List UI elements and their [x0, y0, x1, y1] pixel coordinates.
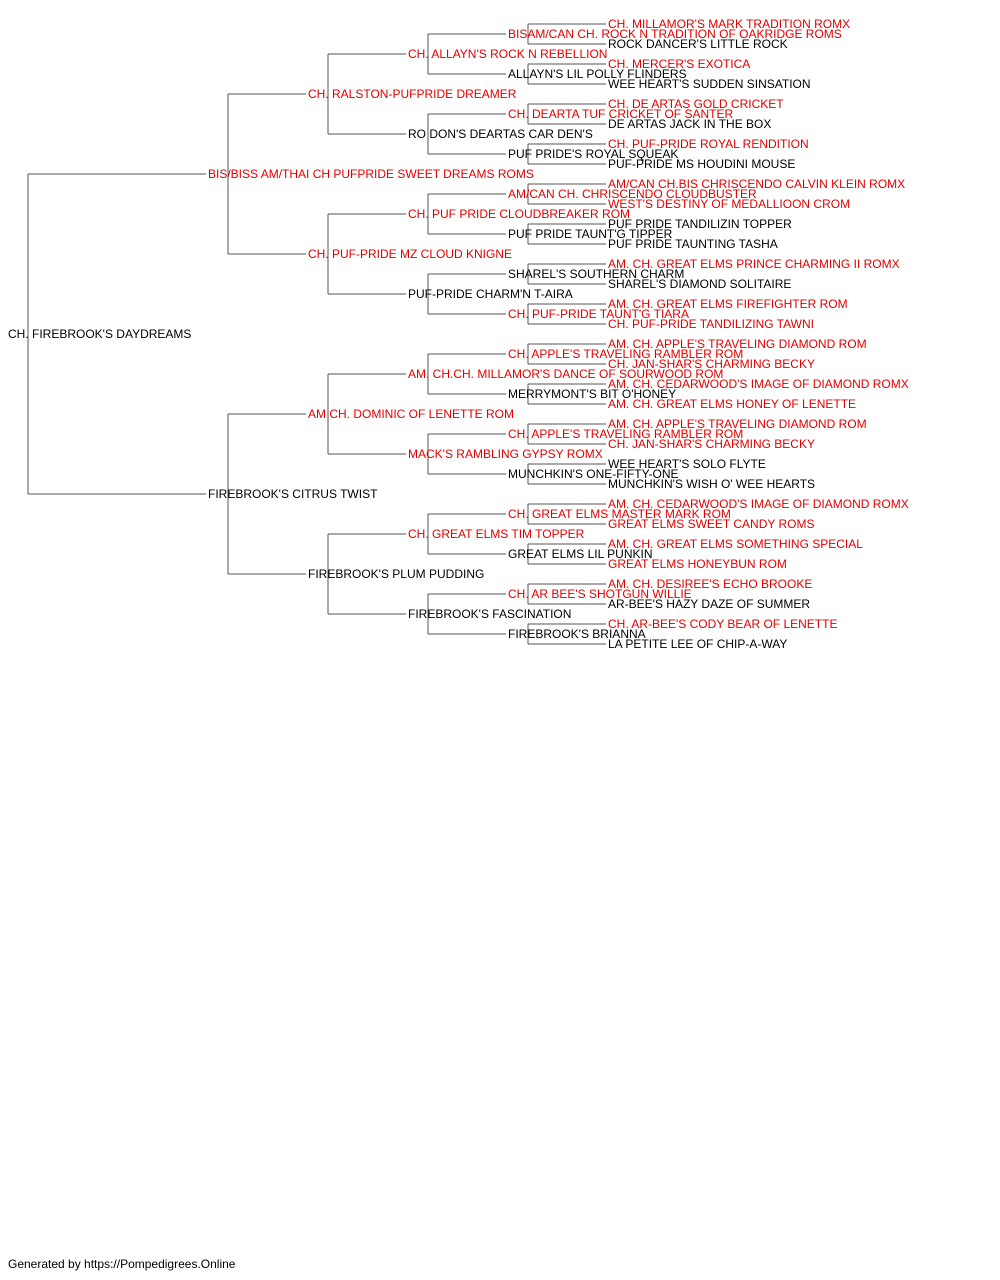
ancestor-gen5-31: CH. AR-BEE'S CODY BEAR OF LENETTE — [608, 617, 837, 631]
ancestor-gen1-1: BIS/BISS AM/THAI CH PUFPRIDE SWEET DREAM… — [208, 167, 534, 181]
ancestor-gen5-12: PUF PRIDE TAUNTING TASHA — [608, 237, 778, 251]
ancestor-gen5-4: WEE HEART'S SUDDEN SINSATION — [608, 77, 811, 91]
ancestor-gen5-29: AM. CH. DESIREE'S ECHO BROOKE — [608, 577, 812, 591]
ancestor-gen2-1: CH. RALSTON-PUFPRIDE DREAMER — [308, 87, 517, 101]
ancestor-gen5-21: AM. CH. APPLE'S TRAVELING DIAMOND ROM — [608, 417, 867, 431]
ancestor-gen5-26: GREAT ELMS SWEET CANDY ROMS — [608, 517, 814, 531]
ancestor-gen2-2: CH. PUF-PRIDE MZ CLOUD KNIGNE — [308, 247, 512, 261]
ancestor-gen5-1: CH. MILLAMOR'S MARK TRADITION ROMX — [608, 17, 850, 31]
ancestor-gen4-11: CH. APPLE'S TRAVELING RAMBLER ROM — [508, 427, 743, 441]
ancestor-gen3-1: CH. ALLAYN'S ROCK N REBELLION — [408, 47, 607, 61]
ancestor-gen5-16: CH. PUF-PRIDE TANDILIZING TAWNI — [608, 317, 814, 331]
ancestor-gen5-3: CH. MERCER'S EXOTICA — [608, 57, 750, 71]
ancestor-gen3-4: PUF-PRIDE CHARM'N T-AIRA — [408, 287, 573, 301]
ancestor-gen4-8: CH. PUF-PRIDE TAUNT'G TIARA — [508, 307, 689, 321]
ancestor-gen3-3: CH. PUF PRIDE CLOUDBREAKER ROM — [408, 207, 630, 221]
ancestor-gen4-4: PUF PRIDE'S ROYAL SQUEAK — [508, 147, 678, 161]
ancestor-gen4-3: CH. DEARTA TUF CRICKET OF SANTER — [508, 107, 733, 121]
ancestor-gen5-7: CH. PUF-PRIDE ROYAL RENDITION — [608, 137, 809, 151]
ancestor-gen3-2: RO DON'S DEARTAS CAR DEN'S — [408, 127, 593, 141]
ancestor-gen5-32: LA PETITE LEE OF CHIP-A-WAY — [608, 637, 787, 651]
ancestor-gen5-22: CH. JAN-SHAR'S CHARMING BECKY — [608, 437, 815, 451]
ancestor-gen3-7: CH. GREAT ELMS TIM TOPPER — [408, 527, 585, 541]
ancestor-gen5-2: ROCK DANCER'S LITTLE ROCK — [608, 37, 788, 51]
ancestor-gen5-24: MUNCHKIN'S WISH O' WEE HEARTS — [608, 477, 815, 491]
ancestor-gen3-6: MACK'S RAMBLING GYPSY ROMX — [408, 447, 603, 461]
ancestor-gen5-5: CH. DE ARTAS GOLD CRICKET — [608, 97, 784, 111]
ancestor-gen3-8: FIREBROOK'S FASCINATION — [408, 607, 571, 621]
ancestor-gen5-27: AM. CH. GREAT ELMS SOMETHING SPECIAL — [608, 537, 863, 551]
generated-by-footer: Generated by https://Pompedigrees.Online — [8, 1257, 236, 1271]
ancestor-gen5-14: SHAREL'S DIAMOND SOLITAIRE — [608, 277, 791, 291]
ancestor-gen5-25: AM. CH. CEDARWOOD'S IMAGE OF DIAMOND ROM… — [608, 497, 909, 511]
ancestor-gen5-28: GREAT ELMS HONEYBUN ROM — [608, 557, 787, 571]
ancestor-gen4-15: CH. AR BEE'S SHOTGUN WILLIE — [508, 587, 692, 601]
ancestor-gen4-5: AM/CAN CH. CHRISCENDO CLOUDBUSTER — [508, 187, 757, 201]
ancestor-gen4-12: MUNCHKIN'S ONE-FIFTY-ONE — [508, 467, 679, 481]
ancestor-gen5-9: AM/CAN CH.BIS CHRISCENDO CALVIN KLEIN RO… — [608, 177, 905, 191]
ancestor-gen5-23: WEE HEART'S SOLO FLYTE — [608, 457, 766, 471]
ancestor-gen5-15: AM. CH. GREAT ELMS FIREFIGHTER ROM — [608, 297, 848, 311]
ancestor-gen5-17: AM. CH. APPLE'S TRAVELING DIAMOND ROM — [608, 337, 867, 351]
ancestor-gen5-11: PUF PRIDE TANDILIZIN TOPPER — [608, 217, 792, 231]
ancestor-gen2-4: FIREBROOK'S PLUM PUDDING — [308, 567, 484, 581]
ancestor-gen4-10: MERRYMONT'S BIT O'HONEY — [508, 387, 676, 401]
ancestor-gen5-10: WEST'S DESTINY OF MEDALLIOON CROM — [608, 197, 850, 211]
ancestor-gen5-13: AM. CH. GREAT ELMS PRINCE CHARMING II RO… — [608, 257, 900, 271]
ancestor-gen5-8: PUF-PRIDE MS HOUDINI MOUSE — [608, 157, 795, 171]
ancestor-gen4-2: ALLAYN'S LIL POLLY FLINDERS — [508, 67, 687, 81]
ancestor-gen5-19: AM. CH. CEDARWOOD'S IMAGE OF DIAMOND ROM… — [608, 377, 909, 391]
ancestor-gen5-6: DE ARTAS JACK IN THE BOX — [608, 117, 771, 131]
ancestor-gen4-6: PUF PRIDE TAUNT'G TIPPER — [508, 227, 673, 241]
ancestor-gen1-2: FIREBROOK'S CITRUS TWIST — [208, 487, 378, 501]
ancestor-gen5-20: AM. CH. GREAT ELMS HONEY OF LENETTE — [608, 397, 856, 411]
ancestor-gen5-30: AR-BEE'S HAZY DAZE OF SUMMER — [608, 597, 810, 611]
ancestor-gen4-1: BISAM/CAN CH. ROCK N TRADITION OF OAKRID… — [508, 27, 842, 41]
ancestor-gen5-18: CH. JAN-SHAR'S CHARMING BECKY — [608, 357, 815, 371]
ancestor-gen4-13: CH. GREAT ELMS MASTER MARK ROM — [508, 507, 731, 521]
ancestor-gen4-14: GREAT ELMS LIL PUNKIN — [508, 547, 653, 561]
ancestor-gen4-16: FIREBROOK'S BRIANNA — [508, 627, 646, 641]
ancestor-gen3-5: AM. CH.CH. MILLAMOR'S DANCE OF SOURWOOD … — [408, 367, 723, 381]
ancestor-gen4-9: CH. APPLE'S TRAVELING RAMBLER ROM — [508, 347, 743, 361]
ancestor-gen4-7: SHAREL'S SOUTHERN CHARM — [508, 267, 684, 281]
ancestor-gen2-3: AM CH. DOMINIC OF LENETTE ROM — [308, 407, 514, 421]
subject-name: CH. FIREBROOK'S DAYDREAMS — [8, 327, 191, 341]
